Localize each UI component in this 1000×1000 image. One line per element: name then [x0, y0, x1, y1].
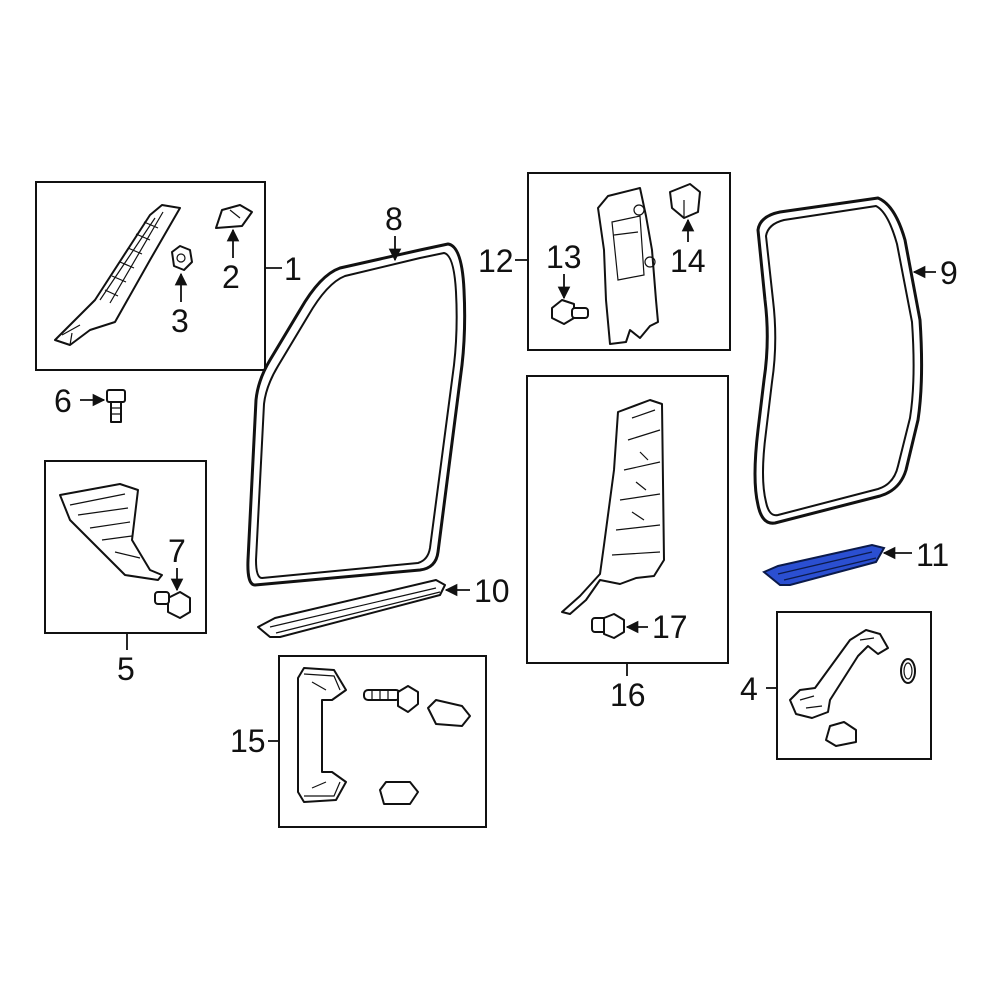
bolt-part-7[interactable] [154, 591, 191, 619]
clip-part-2[interactable] [215, 204, 253, 229]
cover-part-4-b[interactable] [825, 721, 857, 747]
bolt-part-13[interactable] [551, 299, 589, 325]
callout-8: 8 [385, 201, 403, 237]
bolt-part-17[interactable] [591, 613, 625, 639]
cowl-side-trim[interactable] [59, 483, 163, 581]
callout-9: 9 [940, 255, 958, 291]
callout-6: 6 [54, 383, 72, 419]
grab-handle-part-15[interactable] [297, 667, 347, 803]
cap-part-15-a[interactable] [427, 699, 471, 727]
callout-4: 4 [740, 671, 758, 707]
cap-part-15-b[interactable] [379, 781, 419, 805]
a-pillar-trim[interactable] [54, 204, 181, 346]
callout-17: 17 [652, 609, 688, 645]
callout-1: 1 [284, 251, 302, 287]
callout-7: 7 [168, 533, 186, 569]
bolt-part-15[interactable] [363, 685, 419, 713]
bolt-part-6[interactable] [106, 389, 126, 423]
nut-part-3[interactable] [171, 245, 193, 271]
callout-12: 12 [478, 243, 514, 279]
callout-15: 15 [230, 723, 266, 759]
clip-part-14[interactable] [669, 183, 701, 219]
b-pillar-lower-trim[interactable] [561, 399, 665, 615]
callout-5: 5 [117, 651, 135, 687]
callout-13: 13 [546, 239, 582, 275]
group-box-1 [35, 181, 266, 371]
group-box-5 [44, 460, 207, 634]
callout-2: 2 [222, 259, 240, 295]
front-scuff-plate[interactable] [257, 579, 446, 638]
callout-16: 16 [610, 677, 646, 713]
front-door-weatherstrip[interactable] [246, 242, 467, 587]
callout-14: 14 [670, 243, 706, 279]
roof-grab-handle[interactable] [789, 629, 889, 719]
callout-11: 11 [916, 537, 949, 573]
group-box-12 [527, 172, 731, 351]
rear-scuff-plate[interactable] [762, 543, 886, 586]
callout-10: 10 [474, 573, 510, 609]
cover-part-4-a[interactable] [900, 658, 916, 684]
group-box-4 [776, 611, 932, 760]
callout-3: 3 [171, 303, 189, 339]
b-pillar-upper-trim[interactable] [597, 187, 659, 345]
rear-door-weatherstrip[interactable] [753, 196, 924, 525]
